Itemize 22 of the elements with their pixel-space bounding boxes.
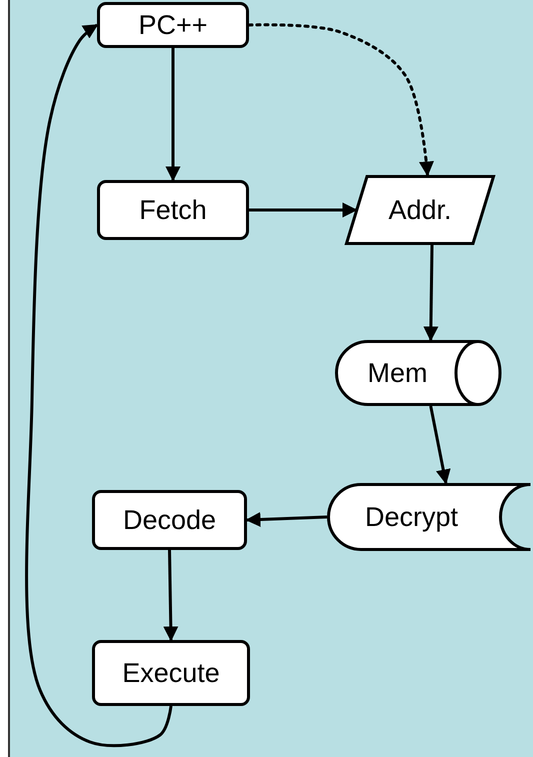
node-label: Mem <box>368 358 428 388</box>
node-label: Execute <box>122 658 220 688</box>
arrow <box>249 202 358 218</box>
storage-cylinder <box>335 340 500 406</box>
arrow <box>25 24 172 748</box>
stored-data-shape <box>327 483 532 551</box>
arrow <box>246 512 328 527</box>
process-box <box>97 180 249 240</box>
arrow <box>163 550 178 642</box>
process-box <box>92 490 247 550</box>
node-label: Fetch <box>139 194 207 226</box>
node-label: Decrypt <box>364 502 458 532</box>
node-label: PC++ <box>138 10 208 40</box>
arrow <box>423 244 438 342</box>
arrow <box>166 48 180 182</box>
node-label: Decode <box>122 504 216 536</box>
process-box <box>97 2 249 48</box>
data-parallelogram <box>345 175 495 245</box>
process-box <box>92 640 250 706</box>
node-label: Addr. <box>388 194 452 226</box>
arrow <box>248 23 434 176</box>
arrow <box>429 406 451 484</box>
